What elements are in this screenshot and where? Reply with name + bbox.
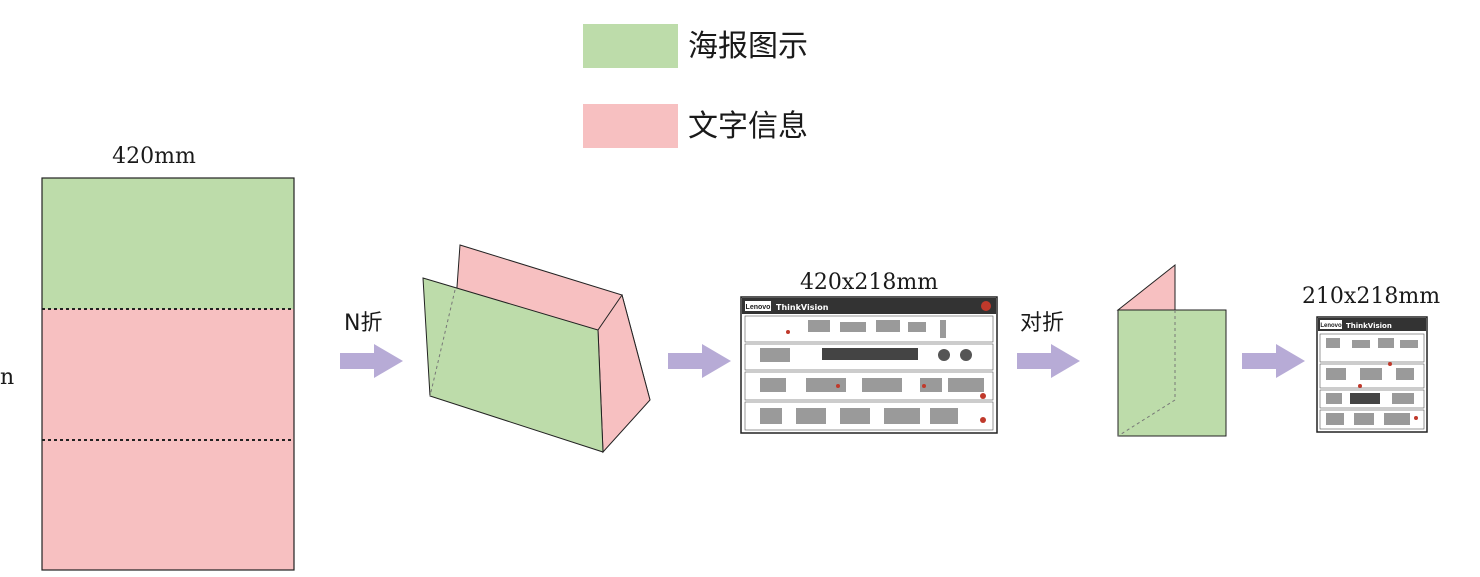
folded-back-flap-pink [1116, 263, 1176, 311]
right-arrow-icon [668, 344, 731, 378]
legend-item-text-info: 文字信息 [583, 104, 808, 148]
final-content-grid [1319, 333, 1425, 430]
right-arrow-icon [340, 344, 403, 378]
final-row-1 [1319, 333, 1425, 363]
sheet-height-label-fragment: n [0, 365, 14, 390]
middle-panel-pink [597, 293, 651, 454]
content-row-2 [744, 343, 994, 371]
sheet-panel-bottom [42, 440, 294, 570]
legend: 海报图示 文字信息 [583, 24, 808, 148]
hidden-fold-edge [429, 289, 456, 397]
step-label-half-fold: 对折 [1020, 311, 1064, 336]
brand-logo-text: Lenovo [746, 304, 771, 311]
step-n-fold: N折 [340, 311, 403, 378]
n-folded-poster [422, 244, 651, 454]
sheet-panel-middle [42, 309, 294, 440]
step-label-n-fold: N折 [344, 311, 382, 336]
sheet-width-label: 420mm [112, 144, 196, 169]
content-row-3 [744, 371, 994, 401]
final-row-3 [1319, 389, 1425, 409]
poster-red-marks [786, 330, 986, 423]
legend-swatch-pink [583, 104, 678, 148]
content-row-1 [744, 315, 994, 343]
final-red-marks [1358, 362, 1418, 420]
product-name-text: ThinkVision [776, 303, 829, 312]
right-arrow-icon [1017, 344, 1080, 378]
warning-badge-icon [981, 301, 991, 311]
folded-poster-420x218: 420x218mm Lenovo ThinkVision [740, 270, 998, 434]
final-poster-size-label: 210x218mm [1302, 284, 1440, 309]
step-half-fold: 对折 [1017, 311, 1080, 378]
flat-sheet: 420mm n [0, 144, 295, 571]
front-panel-green [422, 277, 604, 453]
front-panel-green-half [1117, 309, 1227, 437]
legend-swatch-green [583, 24, 678, 68]
poster-header-bar [742, 298, 996, 314]
step-to-folded [668, 344, 731, 378]
sheet-panel-top [42, 178, 294, 309]
half-folded-poster [1116, 263, 1227, 437]
final-product-name-text: ThinkVision [1346, 322, 1392, 330]
final-brand-logo-text: Lenovo [1320, 323, 1342, 329]
legend-label-illustration: 海报图示 [688, 29, 808, 64]
final-brand-logo-box [1320, 320, 1342, 329]
final-illustrations [1326, 338, 1418, 425]
content-row-4 [744, 401, 994, 431]
right-arrow-icon [1242, 344, 1305, 378]
folded-poster-size-label: 420x218mm [800, 270, 938, 295]
final-header-bar [1318, 318, 1426, 331]
final-row-2 [1319, 363, 1425, 389]
poster-content-grid [744, 315, 994, 431]
legend-item-illustration: 海报图示 [583, 24, 808, 68]
poster-illustrations [760, 320, 984, 424]
final-poster-210x218: 210x218mm Lenovo ThinkVision [1302, 284, 1440, 433]
step-to-final [1242, 344, 1305, 378]
final-row-4 [1319, 409, 1425, 430]
hidden-edge-diagonal [1117, 399, 1176, 437]
legend-label-text-info: 文字信息 [688, 109, 808, 144]
brand-logo-box [745, 301, 771, 311]
sheet-outline [41, 177, 295, 571]
